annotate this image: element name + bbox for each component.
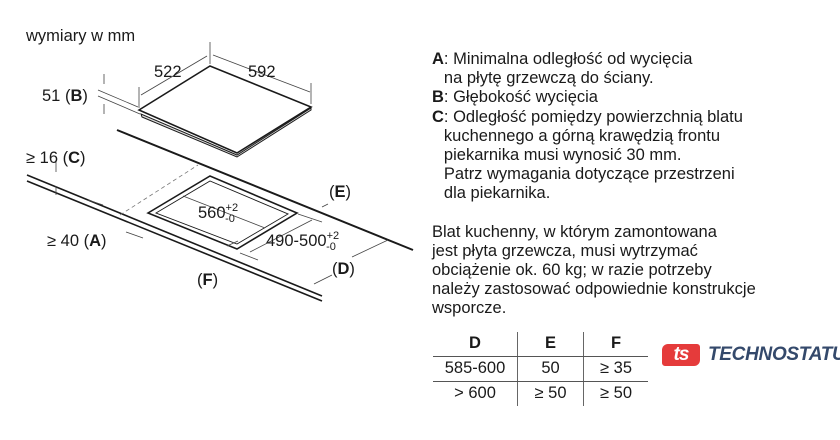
hob-drawing [137,65,313,158]
cell: 585-600 [433,356,518,382]
note-text: : Minimalna odległość od wycięcia na pły… [443,50,693,88]
hob-width-label: 592 [248,63,276,81]
hob-height-label: 51 (B) [42,87,88,105]
table-header: D E F [433,332,648,357]
cell: ≥ 50 [517,381,584,406]
dimension-522 [97,42,312,115]
ref-d-label: (D) [332,260,355,278]
dimension-lines [55,160,389,285]
note-a: A: Minimalna odległość od wycięcia na pł… [432,50,832,88]
cell: ≥ 50 [600,383,632,402]
hob-depth-label: 522 [154,63,182,81]
technostatus-logo: ts TECHNOSTATUS [662,344,840,366]
note-text: : Odległość pomiędzy powierzchnią blatu … [443,107,743,203]
note-c: C: Odległość pomiędzy powierzchnią blatu… [432,108,832,204]
countertop-lines [26,129,414,302]
table-row: 585-600 50 ≥ 35 [433,356,648,382]
note-key: C [432,107,444,126]
note-key: B [432,88,444,107]
note-text: : Głębokość wycięcia [443,88,598,107]
note-b: B: Głębokość wycięcia [432,88,832,107]
clearance-table: D E F 585-600 50 ≥ 35 > 600 ≥ 50 ≥ 50 [433,332,648,406]
load-paragraph: Blat kuchenny, w którym zamontowana jest… [432,222,756,318]
min-c-label: ≥ 16 (C) [26,149,86,167]
ref-e-label: (E) [329,183,351,201]
ref-f-label: (F) [197,271,218,289]
cutout-depth-label: 490-500+2-0 [266,230,339,253]
note-key: A [432,50,444,68]
cell: ≥ 35 [583,356,648,382]
min-a-label: ≥ 40 (A) [47,232,107,250]
installation-diagram: wymiary w mm 522 592 51 (B) [25,27,414,302]
header-f: F [583,332,648,357]
cutout-drawing [146,175,299,250]
cell: > 600 [433,381,518,406]
table-row: > 600 ≥ 50 ≥ 50 [433,381,648,406]
logo-badge: ts [662,344,700,366]
header-d: D [433,332,518,357]
header-e: E [517,332,584,357]
notes-section: A: Minimalna odległość od wycięcia na pł… [432,50,832,319]
cutout-width-label: 560+2-0 [198,202,238,225]
cell: 50 [517,356,584,382]
logo-name: TECHNOSTATUS [708,344,840,365]
units-label: wymiary w mm [25,27,135,45]
